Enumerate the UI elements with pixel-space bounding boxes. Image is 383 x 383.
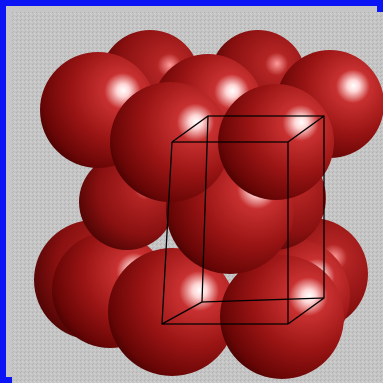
sphere: [220, 255, 344, 379]
lattice-illustration: [12, 12, 383, 383]
lattice-scene: [12, 12, 383, 383]
